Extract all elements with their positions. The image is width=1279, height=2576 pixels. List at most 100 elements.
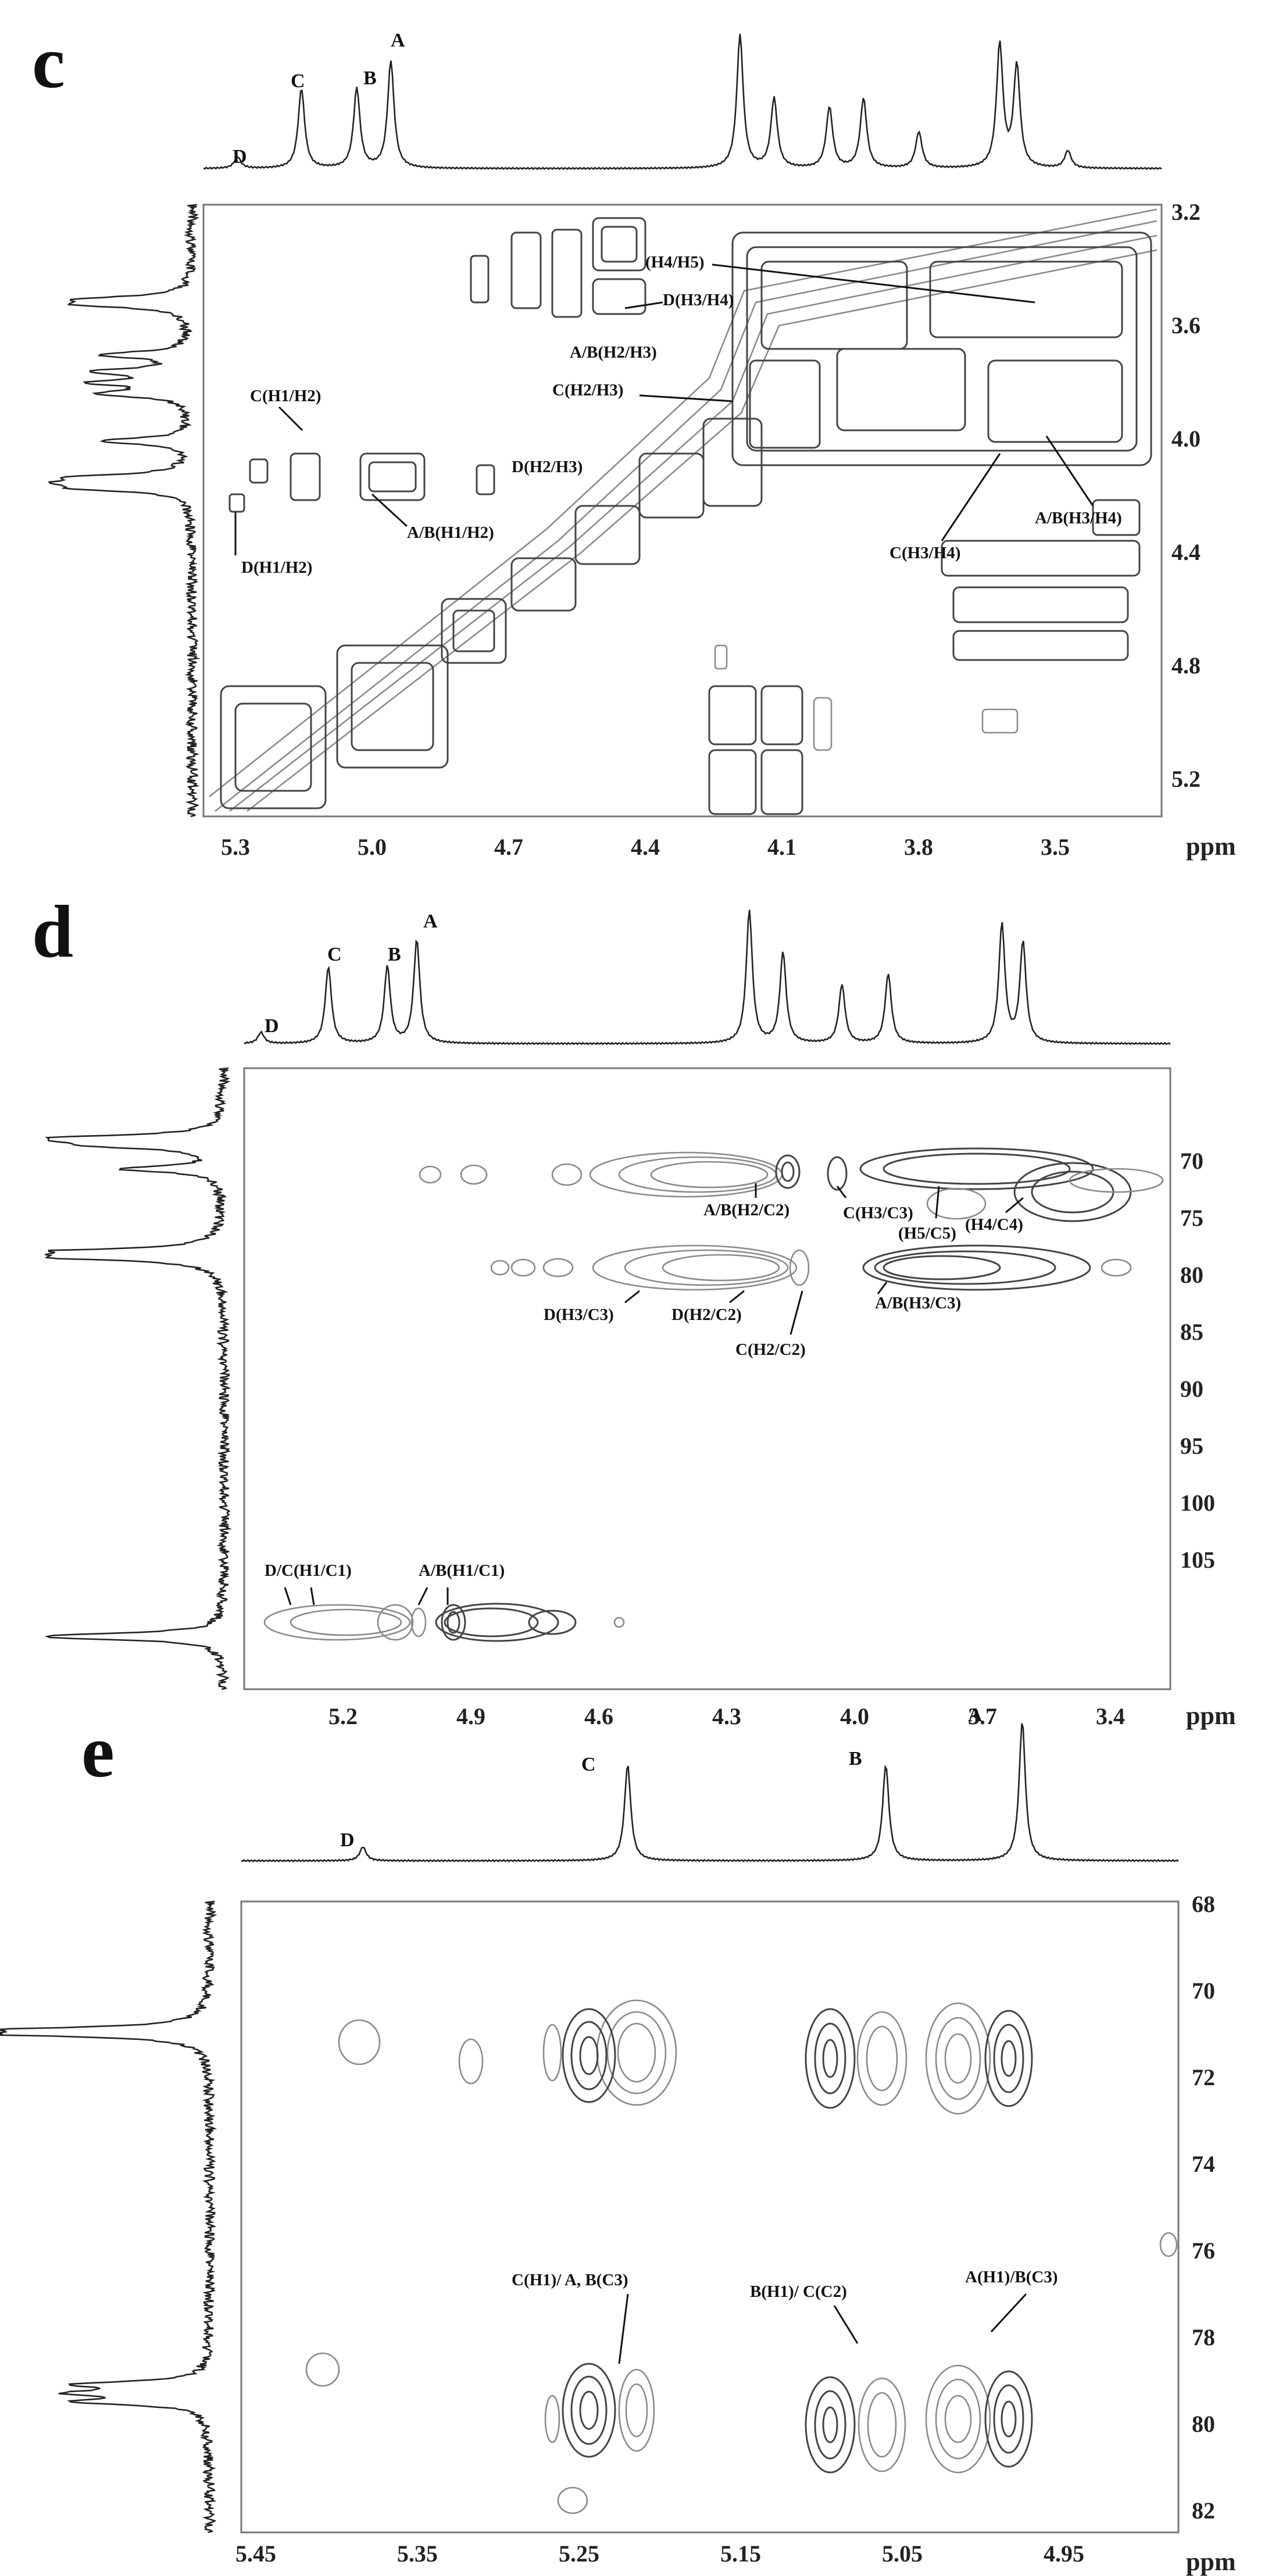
panel-d-x-tick: 4.6 <box>584 1703 613 1729</box>
contour-ellipse <box>592 1244 798 1291</box>
panel-e-y-ticks: 68 70 72 74 76 78 80 82 <box>1192 1891 1215 2524</box>
panel-e-x-tick: 5.05 <box>882 2541 923 2567</box>
block-contour <box>601 226 638 263</box>
panel-c-y-tick: 5.2 <box>1171 766 1201 792</box>
cluster-contour <box>836 348 966 431</box>
contour-ellipse <box>789 1249 810 1286</box>
annotation-ab-h2-c2: A/B(H2/C2) <box>703 1201 789 1219</box>
contour-ellipse <box>944 2033 972 2084</box>
annotation-arrow <box>833 2305 859 2344</box>
contour-ellipse <box>557 2486 588 2514</box>
contour-ellipse <box>618 2368 655 2452</box>
block-contour <box>714 644 728 670</box>
annotation-d-h3-h4: D(H3/H4) <box>663 291 734 309</box>
panel-d-peak-label-c: C <box>327 944 342 965</box>
panel-d-annotations: A/B(H2/C2) C(H3/C3) (H5/C5) (H4/C4) D(H3… <box>265 1183 1024 1605</box>
panel-c-y-tick: 3.2 <box>1171 199 1201 225</box>
block-contour <box>574 505 641 565</box>
panel-c-x-tick: 4.4 <box>631 834 660 860</box>
annotation-arrow <box>1005 1197 1024 1214</box>
contour-ellipse <box>993 2024 1024 2093</box>
contour-ellipse <box>984 2010 1033 2107</box>
contour-ellipse <box>814 2390 846 2460</box>
contour-ellipse <box>544 2395 560 2443</box>
panel-e-unit-label: ppm <box>1186 2548 1236 2576</box>
contour-ellipse <box>419 1165 442 1184</box>
contour-ellipse <box>444 1607 539 1637</box>
annotation-arrow <box>729 1290 745 1304</box>
panel-c-anomeric-crosspeaks <box>228 452 495 513</box>
contour-ellipse <box>596 1999 677 2106</box>
annotation-b-h1-c-c2: B(H1)/ C(C2) <box>750 2282 847 2301</box>
annotation-arrow <box>877 1282 888 1294</box>
crosspeak-contour <box>476 464 495 495</box>
annotation-arrow <box>789 1290 803 1335</box>
crosspeak-contour <box>368 461 417 493</box>
annotation-arrow <box>618 2293 629 2364</box>
panel-d-row-71 <box>419 1147 1164 1222</box>
panel-d-y-tick: 105 <box>1180 1547 1215 1573</box>
panel-d-x-tick: 4.0 <box>840 1703 869 1729</box>
contour-ellipse <box>1159 2232 1178 2257</box>
annotation-ab-h1-c1: A/B(H1/C1) <box>419 1561 505 1580</box>
cluster-contour <box>929 261 1123 338</box>
panel-letter-c: c <box>32 21 65 104</box>
panel-d-peak-label-b: B <box>388 944 401 965</box>
contour-ellipse <box>874 1250 1056 1285</box>
panel-d-y-tick: 75 <box>1180 1205 1203 1231</box>
annotation-c-h3-c3: C(H3/C3) <box>843 1204 913 1222</box>
annotation-d-h1-h2: D(H1/H2) <box>241 558 312 577</box>
annotation-h4-c4: (H4/C4) <box>965 1215 1023 1234</box>
panel-e-peak-label-d: D <box>340 1829 355 1851</box>
panel-c-peak-label-d: D <box>233 146 247 167</box>
annotation-ab-h2-h3: A/B(H2/H3) <box>570 343 657 362</box>
contour-ellipse <box>528 1610 577 1635</box>
panel-d-x-tick: 5.2 <box>328 1703 358 1729</box>
contour-ellipse <box>781 1161 795 1182</box>
annotation-c-h3-h4: C(H3/H4) <box>889 544 960 562</box>
annotation-ab-h1-h2: A/B(H1/H2) <box>407 523 494 542</box>
panel-c-lower-right-blocks <box>941 499 1141 734</box>
contour-ellipse <box>944 2395 972 2443</box>
annotation-arrow <box>624 1290 640 1304</box>
contour-ellipse <box>570 2375 608 2445</box>
crosspeak-contour <box>359 452 426 501</box>
annotation-arrow <box>624 301 663 309</box>
contour-ellipse <box>926 1187 987 1220</box>
annotation-arrow <box>278 406 303 431</box>
annotation-c-h1-ab-c3: C(H1)/ A, B(C3) <box>512 2271 628 2289</box>
panel-letter-e: e <box>81 1710 115 1793</box>
block-contour <box>551 229 583 318</box>
panel-c-lower-left-blocks <box>220 418 763 809</box>
panel-d-x-tick: 4.9 <box>456 1703 485 1729</box>
panel-d-x-tick: 4.3 <box>712 1703 741 1729</box>
panel-c-lower-middle-blocks <box>708 644 833 815</box>
panel-e-y-tick: 74 <box>1192 2151 1215 2177</box>
panel-c-y-tick: 4.8 <box>1171 652 1201 679</box>
panel-d-row-79 <box>490 1244 1132 1291</box>
annotation-arrow <box>371 493 408 527</box>
contour-ellipse <box>867 2392 897 2458</box>
cluster-contour <box>987 359 1123 443</box>
panel-c-x-tick: 5.3 <box>221 834 250 860</box>
contour-ellipse <box>435 1603 559 1642</box>
panel-c-upper-right-cluster <box>731 231 1152 466</box>
panel-c-unit-label: ppm <box>1186 832 1236 861</box>
block-contour <box>452 609 495 652</box>
contour-ellipse <box>1001 2400 1017 2438</box>
contour-ellipse <box>1101 1258 1132 1277</box>
contour-ellipse <box>984 2370 1033 2468</box>
annotation-d-h2-c2: D(H2/C2) <box>671 1305 742 1324</box>
panel-c-x-tick: 4.7 <box>494 834 523 860</box>
contour-ellipse <box>993 2384 1024 2454</box>
contour-ellipse <box>263 1604 411 1641</box>
annotation-c-h1-h2: C(H1/H2) <box>250 387 321 405</box>
block-contour <box>336 644 449 769</box>
panel-c-x-tick: 4.1 <box>767 834 796 860</box>
panel-d-peak-label-a: A <box>423 911 438 932</box>
panel-d-y-tick: 100 <box>1180 1490 1215 1516</box>
panel-d-y-tick: 90 <box>1180 1376 1203 1402</box>
annotation-arrow <box>639 394 733 402</box>
contour-ellipse <box>883 1153 1071 1185</box>
panel-c-y-tick: 3.6 <box>1171 312 1201 338</box>
